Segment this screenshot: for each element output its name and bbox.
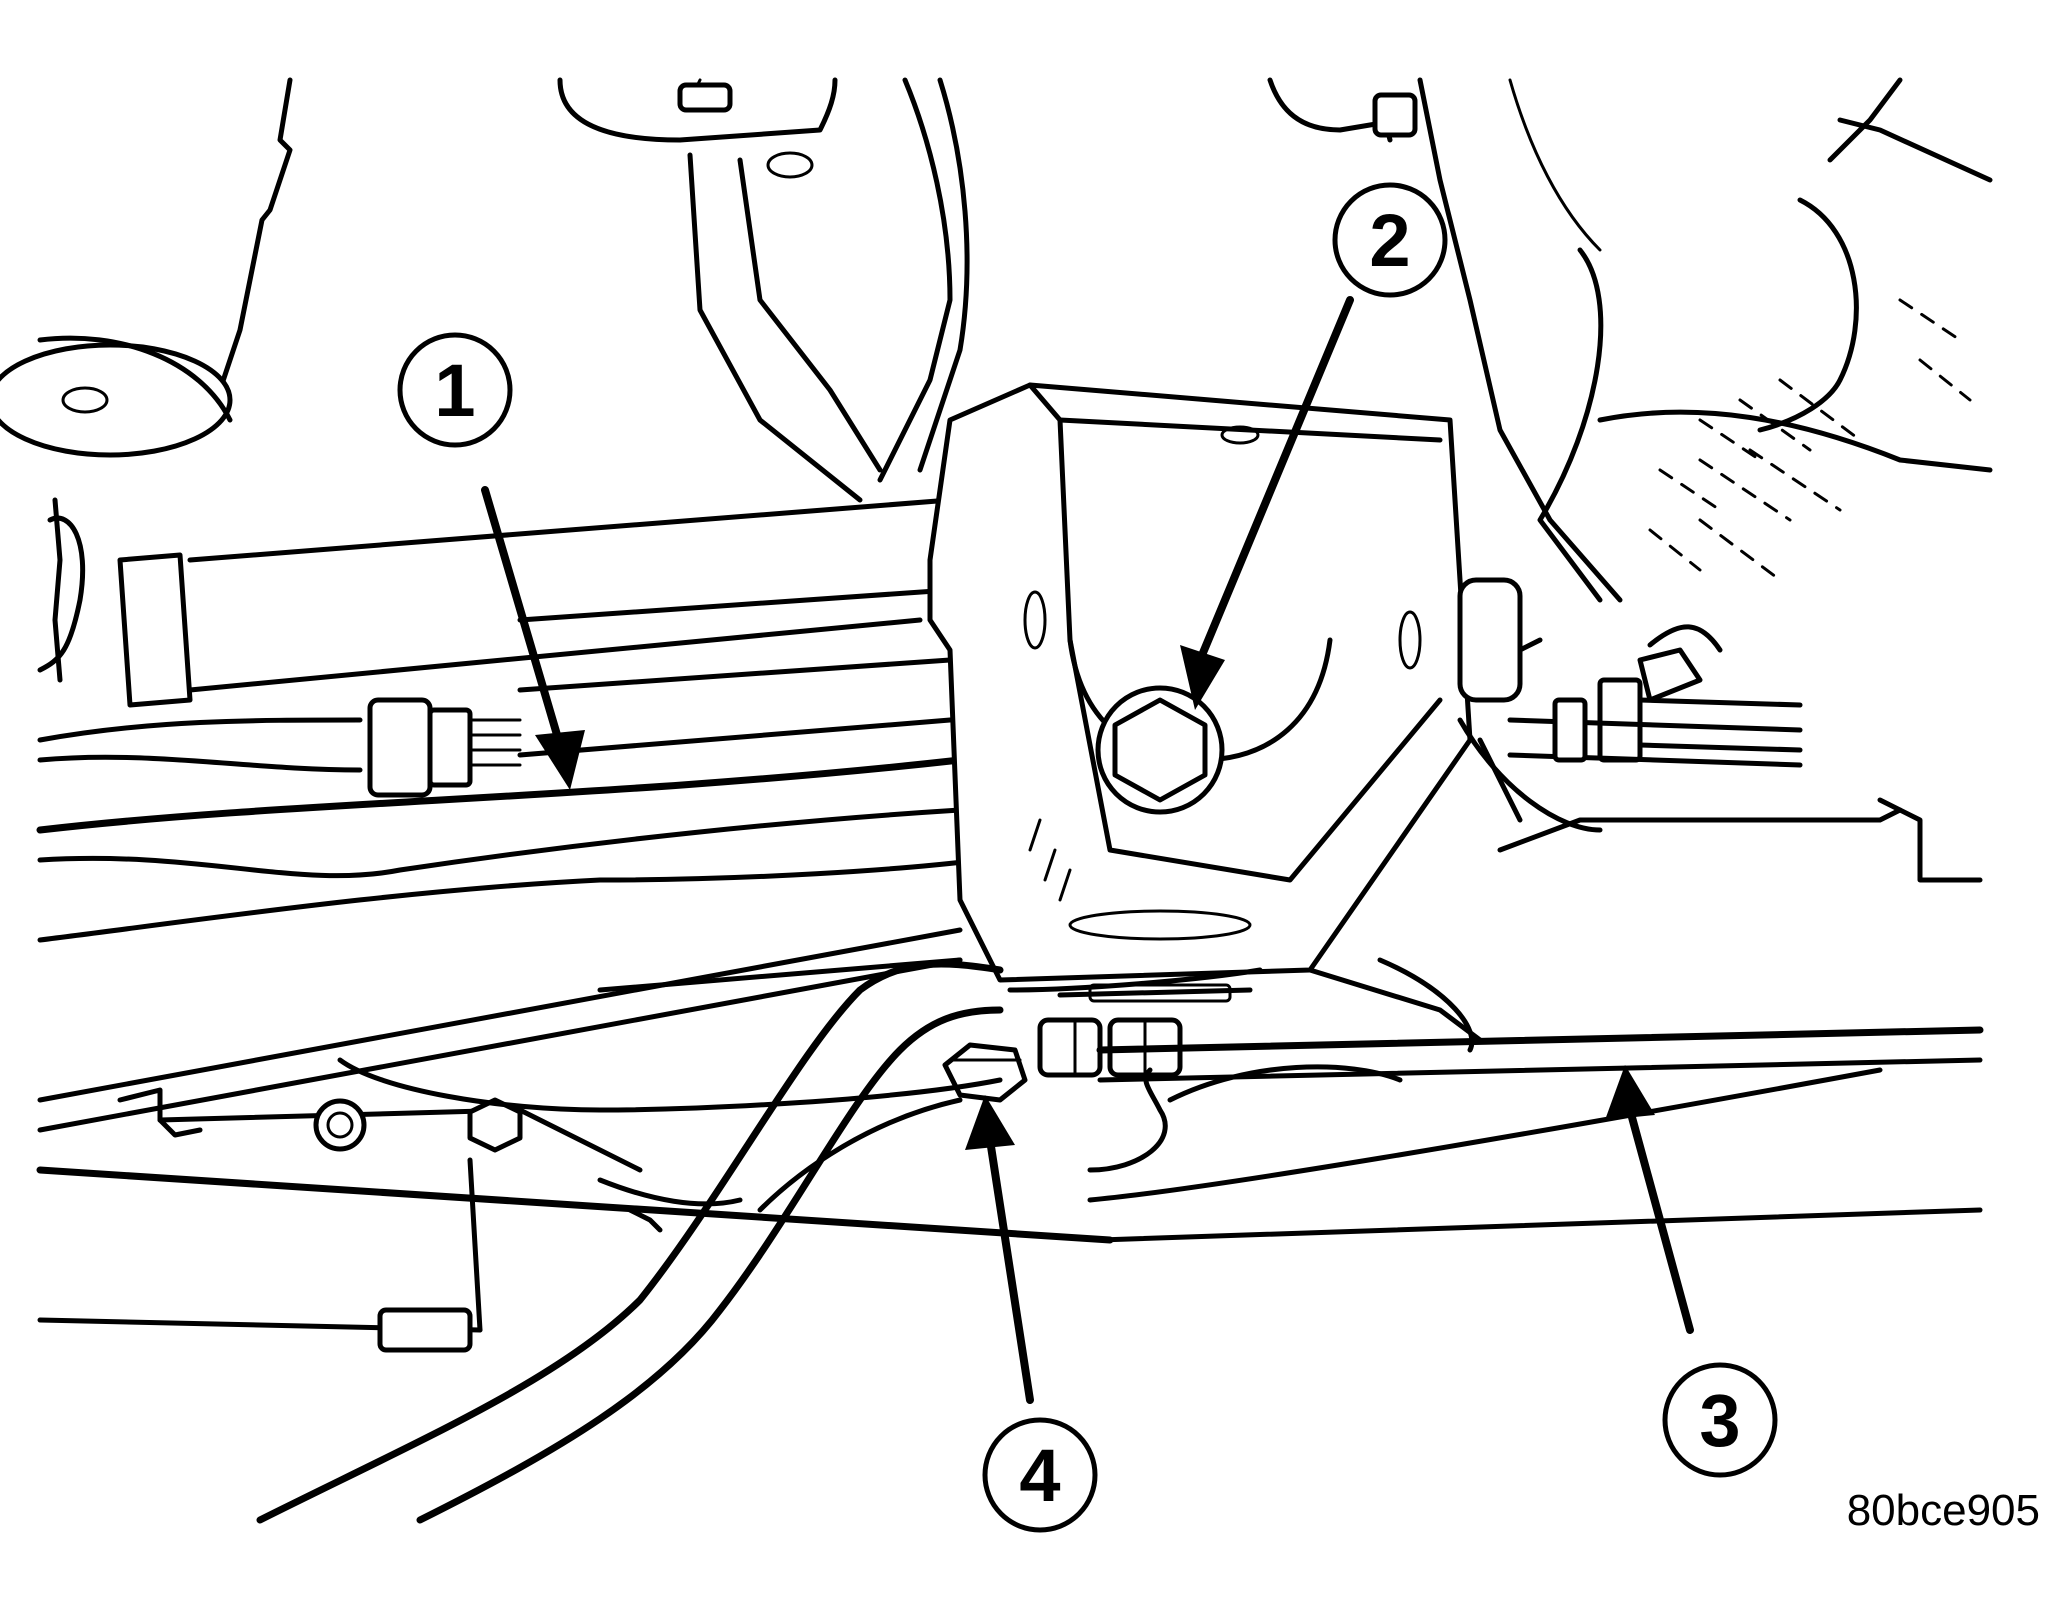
callout-3: 3 [1605, 1065, 1778, 1478]
callout-4: 4 [965, 1095, 1098, 1533]
upper-body-structure [207, 77, 1993, 603]
axle-tube [37, 497, 953, 758]
figure-reference: 80bce905 [1847, 1486, 2040, 1535]
callout-label-4: 4 [1019, 1434, 1060, 1517]
callout-2: 2 [1180, 182, 1448, 710]
callout-label-1: 1 [434, 349, 475, 432]
left-spring-seat [0, 335, 233, 458]
bracket-bolt [1095, 685, 1225, 815]
leaf-spring [36, 756, 983, 1133]
callout-1: 1 [397, 332, 585, 790]
lower-frame-rail [36, 1057, 1114, 1353]
shock-rod [1457, 577, 1803, 768]
u-bolt-nuts [1037, 1017, 1183, 1078]
texture-hatching [1648, 298, 1972, 582]
sway-bar [256, 960, 1004, 1524]
callout-label-3: 3 [1699, 1379, 1740, 1462]
callout-label-2: 2 [1369, 199, 1410, 282]
frame-rail [1087, 717, 1984, 1243]
shackle-nut [942, 1042, 1028, 1103]
brake-line [37, 697, 522, 798]
